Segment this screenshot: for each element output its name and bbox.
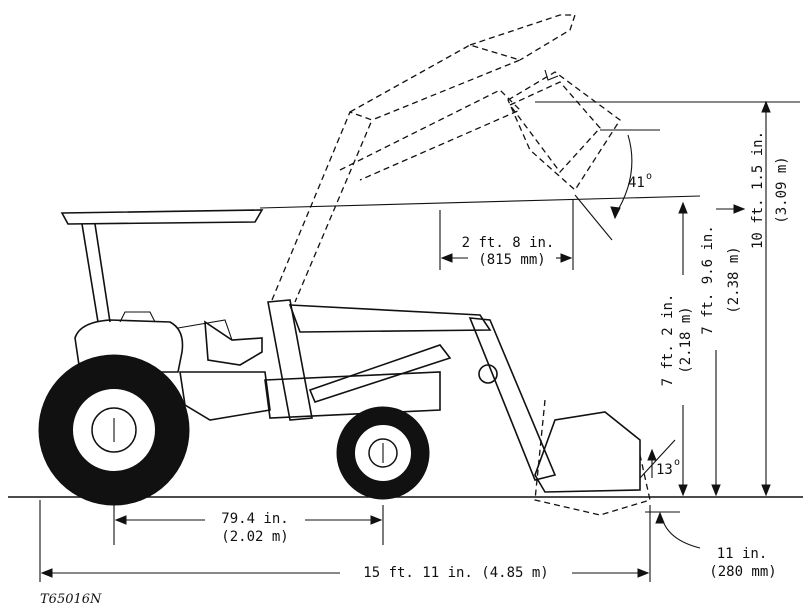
hinge-pin-height-imperial: 7 ft. 9.6 in. bbox=[700, 225, 716, 335]
max-lift-arrow-top bbox=[761, 100, 771, 113]
loader-lowered bbox=[267, 299, 641, 493]
raised-boom-left bbox=[271, 111, 373, 303]
boom-upper bbox=[288, 304, 492, 333]
hinge-arrow-top bbox=[733, 204, 746, 214]
rollback-angle-value: 13 bbox=[656, 462, 673, 478]
reach-arrow-left bbox=[440, 253, 453, 263]
dig-depth-leader bbox=[661, 517, 701, 549]
length-arrow-left bbox=[40, 568, 53, 578]
dig-depth-dimension: 11 in. (280 mm) bbox=[645, 511, 777, 580]
dig-depth-imperial: 11 in. bbox=[717, 546, 768, 562]
chassis bbox=[179, 371, 271, 421]
boom-pivot bbox=[478, 364, 498, 384]
boom-arm bbox=[468, 317, 557, 481]
dump-angle-value: 41 bbox=[628, 175, 645, 191]
wheelbase-imperial: 79.4 in. bbox=[221, 511, 288, 527]
dump-angle-ray bbox=[574, 194, 613, 241]
loader-tower bbox=[267, 299, 313, 421]
steering-wheel bbox=[177, 319, 233, 341]
wheelbase-arrow-right bbox=[370, 515, 383, 525]
rops-post bbox=[81, 223, 111, 323]
canopy bbox=[60, 209, 264, 225]
dump-clearance-imperial: 7 ft. 2 in. bbox=[660, 294, 676, 387]
tractor bbox=[38, 209, 441, 506]
dump-reach-metric: (815 mm) bbox=[478, 252, 545, 268]
hinge-pin-height-metric: (2.38 m) bbox=[726, 246, 742, 313]
hinge-pin-height-dimension: 7 ft. 9.6 in. (2.38 m) bbox=[700, 204, 746, 497]
dump-clearance-dimension: 7 ft. 2 in. (2.18 m) bbox=[660, 201, 694, 497]
fuel-cap bbox=[119, 311, 156, 323]
frame-rail bbox=[264, 371, 441, 419]
wheelbase-dimension: 79.4 in. (2.02 m) bbox=[113, 505, 384, 545]
rollback-arrow bbox=[647, 448, 657, 461]
dump-angle-degree: o bbox=[646, 171, 652, 182]
max-lift-arrow-bottom bbox=[761, 484, 771, 497]
loader-raised bbox=[271, 14, 651, 516]
bucket-lowered bbox=[534, 411, 641, 493]
reach-arrow-right bbox=[560, 253, 573, 263]
dump-angle-arc bbox=[614, 134, 633, 216]
raised-cylinder bbox=[339, 89, 522, 181]
rollback-ray bbox=[639, 439, 676, 479]
hinge-arrow-bottom bbox=[711, 484, 721, 497]
raised-boom-top bbox=[349, 44, 522, 121]
clearance-arrow-bottom bbox=[678, 484, 688, 497]
max-lift-height-metric: (3.09 m) bbox=[774, 156, 790, 223]
clearance-arrow-top bbox=[678, 201, 688, 214]
overall-length-dimension: 15 ft. 11 in. (4.85 m) bbox=[39, 500, 651, 582]
dig-depth-metric: (280 mm) bbox=[709, 564, 776, 580]
raised-link bbox=[469, 14, 576, 61]
dump-clearance-metric: (2.18 m) bbox=[678, 306, 694, 373]
raised-pivot bbox=[544, 69, 559, 81]
dump-reach-imperial: 2 ft. 8 in. bbox=[462, 235, 555, 251]
hood bbox=[74, 319, 184, 373]
length-arrow-right bbox=[637, 568, 650, 578]
dig-depth-arrow bbox=[655, 511, 665, 524]
seat bbox=[204, 320, 263, 366]
dump-reach-dimension: 2 ft. 8 in. (815 mm) bbox=[439, 200, 574, 270]
figure-id: T65016N bbox=[40, 592, 102, 607]
wheelbase-arrow-left bbox=[114, 515, 127, 525]
bucket-raised-dump bbox=[507, 71, 621, 191]
lift-cylinder bbox=[308, 344, 452, 403]
max-lift-height-dimension: 10 ft. 1.5 in. (3.09 m) bbox=[750, 100, 790, 497]
dump-angle-indicator: 41 o bbox=[574, 129, 660, 241]
bucket-raised-level bbox=[508, 81, 601, 174]
bucket-dig-position bbox=[534, 399, 651, 516]
dump-angle-arrow bbox=[610, 206, 621, 220]
rollback-angle-degree: o bbox=[674, 457, 680, 468]
hinge-height-reference-line bbox=[259, 195, 701, 209]
wheelbase-metric: (2.02 m) bbox=[221, 529, 288, 545]
max-lift-height-imperial: 10 ft. 1.5 in. bbox=[750, 131, 766, 249]
overall-length-label: 15 ft. 11 in. (4.85 m) bbox=[363, 565, 548, 581]
rollback-angle-indicator: 13 o bbox=[639, 439, 680, 479]
